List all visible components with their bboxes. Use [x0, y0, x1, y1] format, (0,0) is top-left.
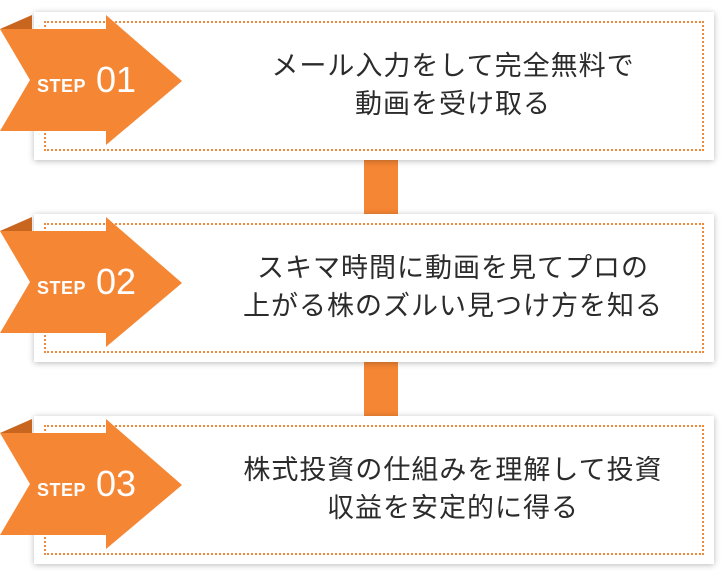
step-3-line-2: 収益を安定的に得る [327, 493, 579, 524]
step-3-arrow-badge: STEP 03 [0, 419, 186, 549]
step-2-line-2: 上がる株のズルい見つけ方を知る [243, 291, 663, 322]
connector-1-2 [364, 160, 398, 214]
step-1-label: STEP 01 [37, 59, 136, 101]
step-2-line-1: スキマ時間に動画を見てプロの [257, 253, 649, 284]
step-card-2-text: スキマ時間に動画を見てプロの 上がる株のズルい見つけ方を知る [204, 214, 702, 362]
step-2-number: 02 [96, 261, 137, 302]
step-3-label: STEP 03 [37, 463, 136, 505]
step-1-word: STEP [37, 76, 87, 96]
step-1-line-1: メール入力をして完全無料で [271, 51, 635, 82]
step-2-word: STEP [37, 278, 87, 298]
step-card-3-text: 株式投資の仕組みを理解して投資 収益を安定的に得る [204, 416, 702, 564]
step-1-arrow-badge: STEP 01 [0, 15, 186, 145]
step-2-arrow-badge: STEP 02 [0, 217, 186, 347]
step-2-label: STEP 02 [37, 261, 136, 303]
step-3-number: 03 [96, 463, 137, 504]
step-3-line-1: 株式投資の仕組みを理解して投資 [243, 455, 663, 486]
step-3-word: STEP [37, 480, 87, 500]
step-1-number: 01 [96, 59, 137, 100]
step-1-line-2: 動画を受け取る [355, 89, 551, 120]
connector-2-3 [364, 362, 398, 416]
step-card-1-text: メール入力をして完全無料で 動画を受け取る [204, 12, 702, 160]
